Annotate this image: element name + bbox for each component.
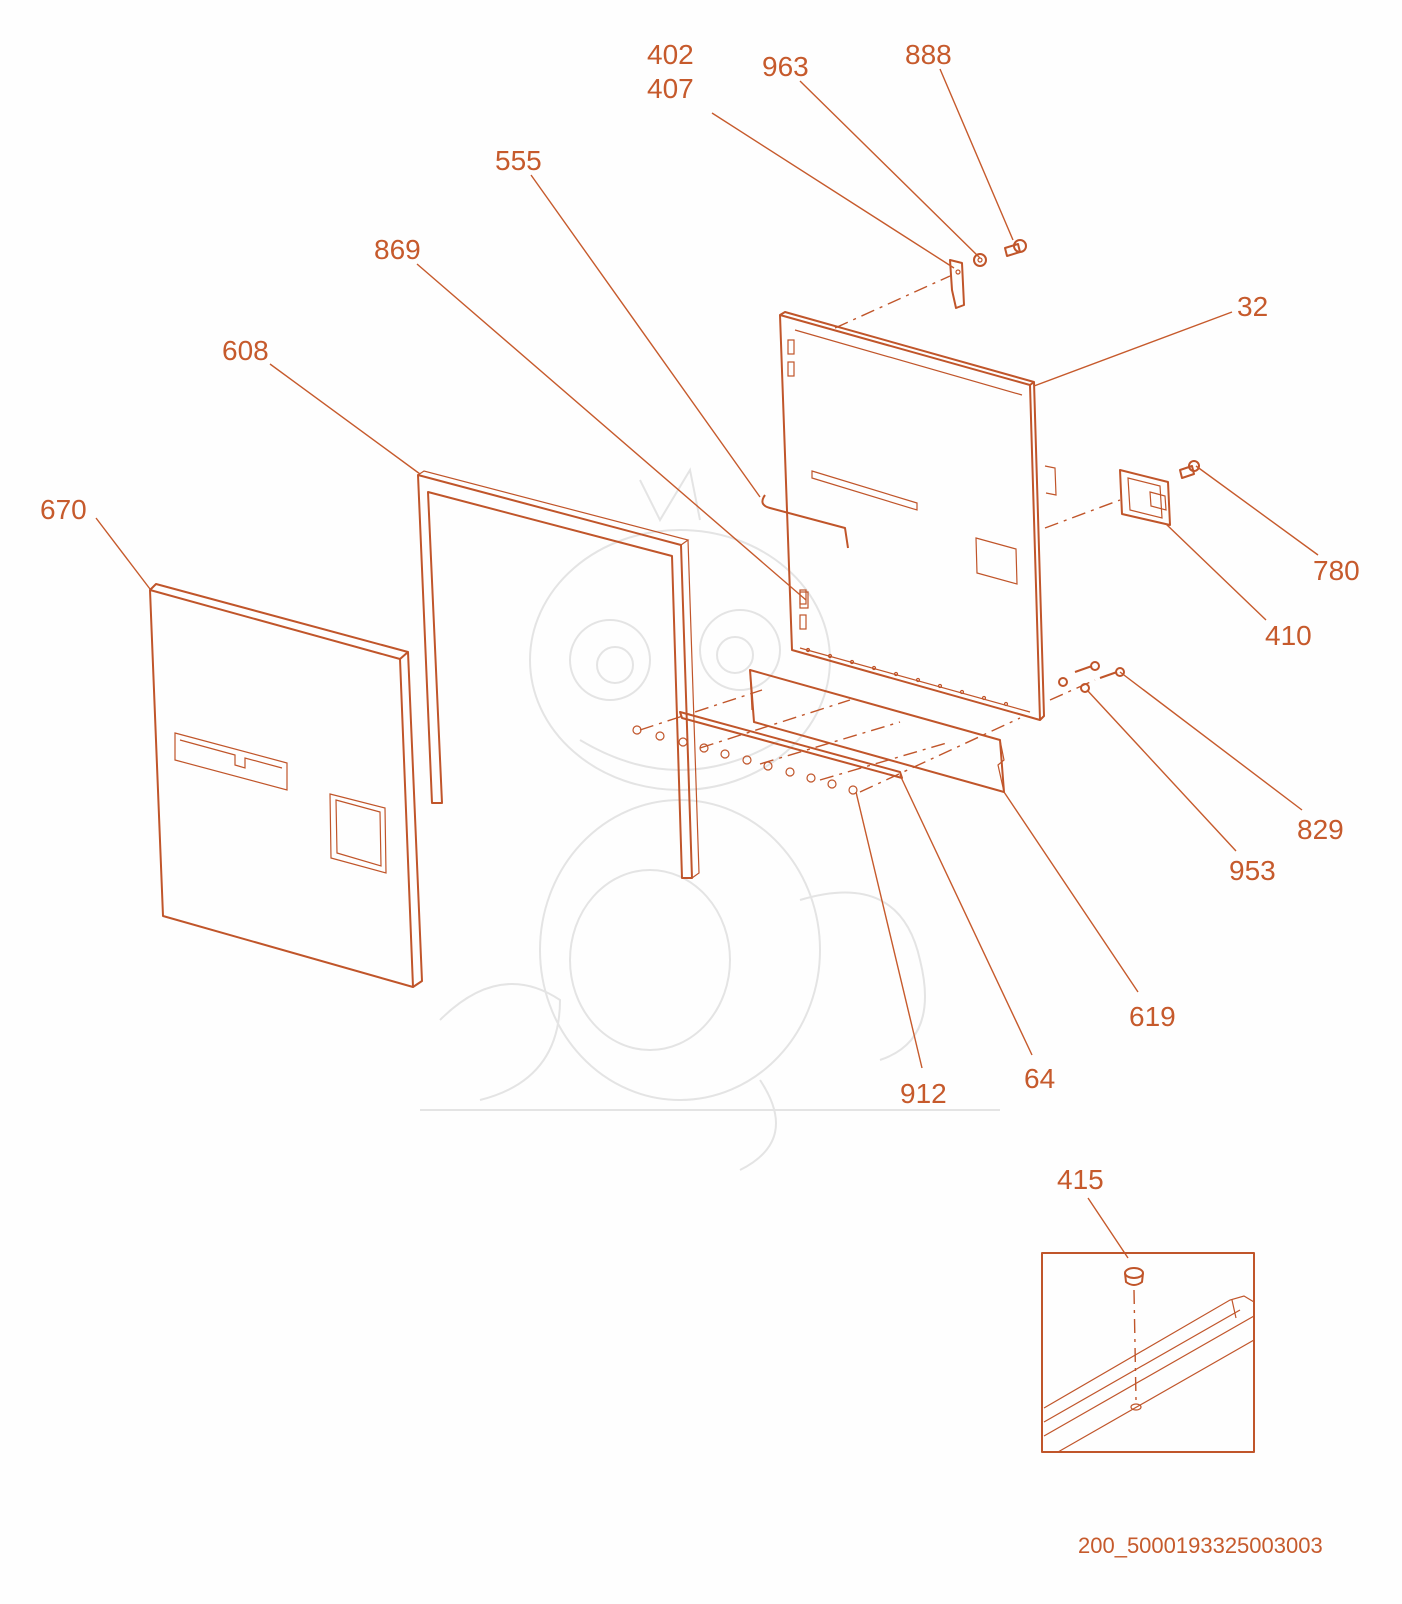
- detail-inset: [1041, 1252, 1255, 1453]
- part-415-plug: [1124, 1267, 1144, 1286]
- label-402: 402: [647, 39, 694, 70]
- part-869-clips: [799, 591, 809, 609]
- part-608-frame: [417, 470, 700, 879]
- part-619-bottom-strip: [749, 669, 1005, 793]
- label-555: 555: [495, 145, 542, 176]
- leader-lines: [95, 68, 1319, 1259]
- part-402-bracket: [949, 259, 965, 309]
- label-953: 953: [1229, 855, 1276, 886]
- part-670-front-panel: [149, 583, 423, 988]
- label-829: 829: [1297, 814, 1344, 845]
- part-963-washer: [973, 253, 987, 267]
- label-64: 64: [1024, 1063, 1056, 1094]
- label-608: 608: [222, 335, 269, 366]
- label-670: 670: [40, 494, 87, 525]
- label-780: 780: [1313, 555, 1360, 586]
- assembly-axes: [639, 275, 1121, 793]
- part-555-rod: [761, 494, 849, 549]
- label-888: 888: [905, 39, 952, 70]
- part-888-screw: [1004, 239, 1027, 257]
- panel-holes: [805, 647, 1009, 707]
- part-32-inner-panel: [779, 311, 1057, 721]
- label-869: 869: [374, 234, 421, 265]
- part-780-screw: [1179, 460, 1200, 479]
- label-415: 415: [1057, 1164, 1104, 1195]
- label-912: 912: [900, 1078, 947, 1109]
- document-id: 200_5000193325003003: [1078, 1533, 1323, 1558]
- label-410: 410: [1265, 620, 1312, 651]
- part-829-screws: [1074, 661, 1125, 679]
- label-407: 407: [647, 73, 694, 104]
- label-963: 963: [762, 51, 809, 82]
- label-32: 32: [1237, 291, 1269, 322]
- label-619: 619: [1129, 1001, 1176, 1032]
- part-410-lock: [1119, 469, 1171, 526]
- watermark-dragon: [420, 467, 1000, 1171]
